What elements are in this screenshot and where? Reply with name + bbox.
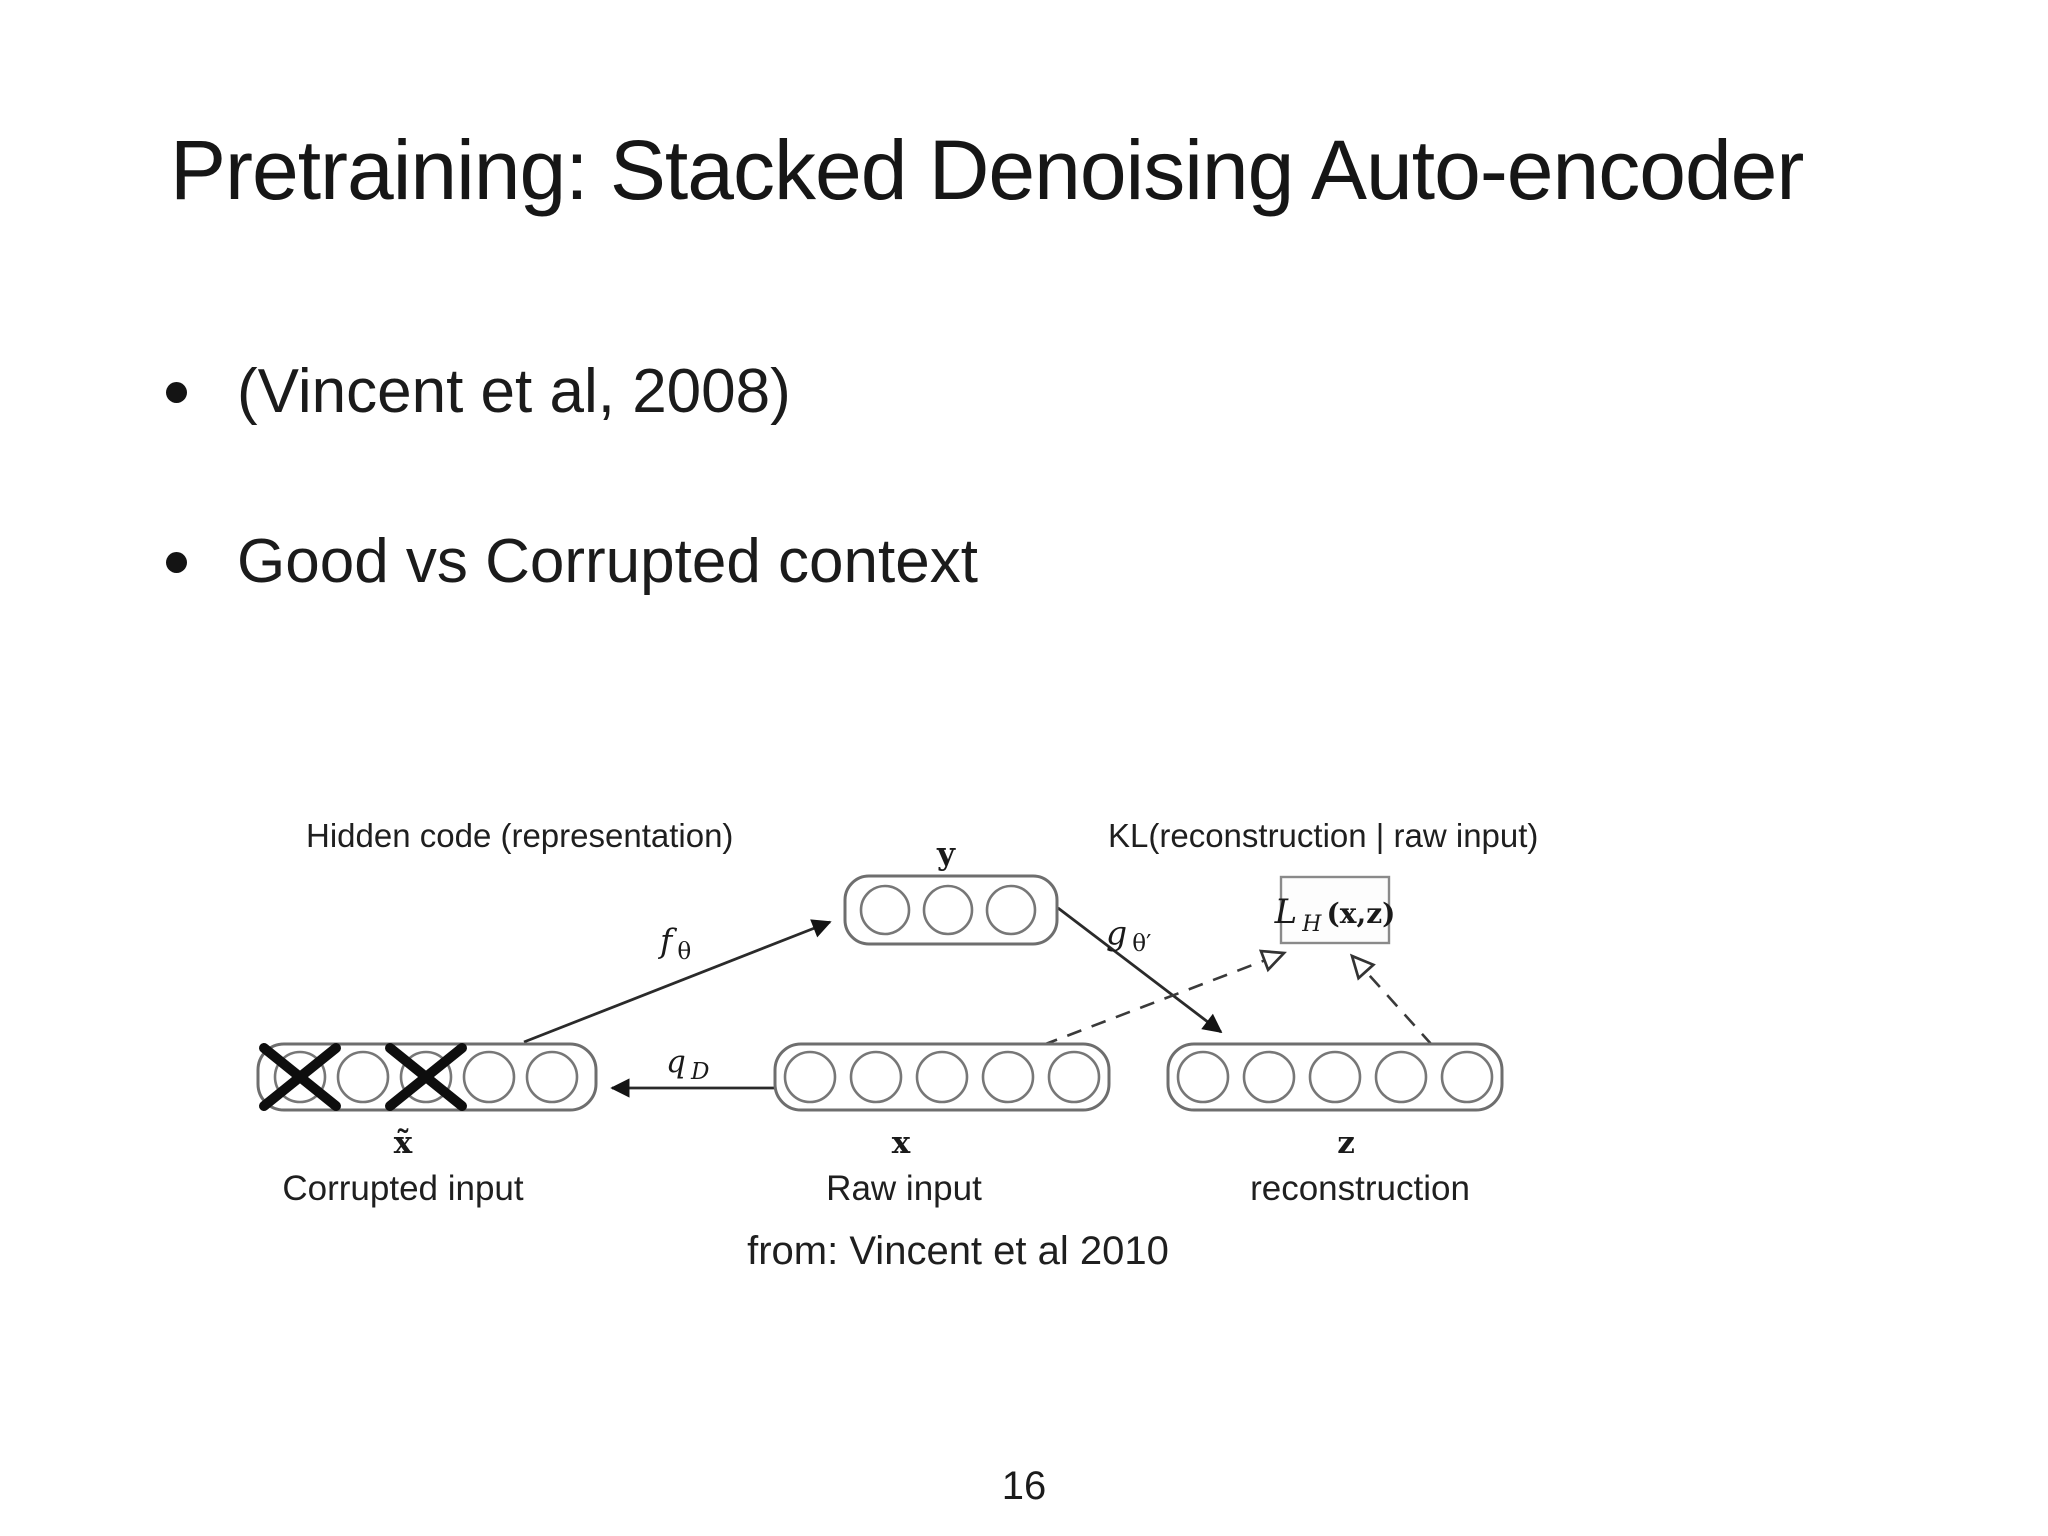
decoder-label: g θ′ <box>1106 913 1151 957</box>
raw-input-label: Raw input <box>826 1169 982 1208</box>
corrupted-input-label: Corrupted input <box>282 1169 524 1208</box>
page-number: 16 <box>1001 1464 1047 1508</box>
hidden-code-node <box>843 874 1059 946</box>
reconstruction-symbol: z <box>1337 1125 1355 1161</box>
corruption-cross-icon <box>259 1043 341 1111</box>
loss-link-reconstruction-dashed <box>1349 953 1433 1046</box>
svg-text:L H (x,z): L H (x,z) <box>1274 892 1396 937</box>
slide-title: Pretraining: Stacked Denoising Auto-enco… <box>170 123 1804 217</box>
loss-box: L H (x,z) <box>1274 875 1396 945</box>
encoder-label: f θ <box>657 921 691 965</box>
raw-input-node <box>773 1042 1111 1112</box>
corruption-label: q D <box>666 1044 709 1085</box>
hidden-code-annotation: Hidden code (representation) <box>306 817 733 854</box>
bullet-item: (Vincent et al, 2008) <box>166 352 791 433</box>
corrupted-input-node <box>256 1042 598 1112</box>
bullet-dot-icon <box>166 382 187 403</box>
figure-caption: from: Vincent et al 2010 <box>747 1229 1169 1273</box>
raw-input-symbol: x <box>892 1125 911 1161</box>
kl-annotation: KL(reconstruction | raw input) <box>1108 817 1538 854</box>
bullet-text: Good vs Corrupted context <box>237 527 978 596</box>
bullet-dot-icon <box>166 552 187 573</box>
hidden-code-symbol: y <box>936 836 956 872</box>
corruption-cross-icon <box>385 1043 467 1111</box>
decoder-arrow <box>1057 906 1223 1034</box>
reconstruction-node <box>1166 1042 1504 1112</box>
loss-link-raw-dashed <box>1042 949 1287 1047</box>
encoder-arrow <box>523 919 832 1044</box>
bullet-item: Good vs Corrupted context <box>166 522 978 603</box>
reconstruction-label: reconstruction <box>1250 1169 1470 1208</box>
bullet-text: (Vincent et al, 2008) <box>237 357 791 426</box>
corrupted-input-symbol: x̃ <box>394 1125 413 1161</box>
